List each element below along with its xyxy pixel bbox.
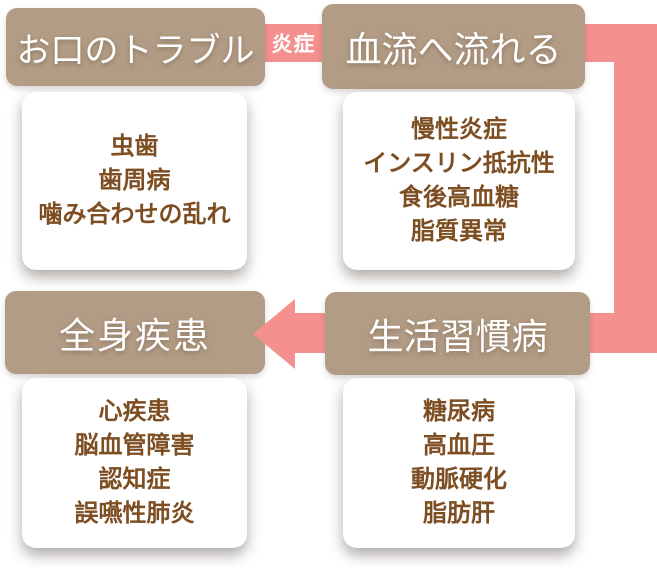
list-item: 動脈硬化	[411, 466, 507, 493]
list-item: 脂質異常	[411, 218, 507, 245]
list-item: 糖尿病	[423, 398, 495, 425]
node-list-lifestyle-disease: 糖尿病 高血圧 動脈硬化 脂肪肝	[343, 378, 575, 548]
list-item: 心疾患	[98, 398, 171, 425]
list-item: 誤嚥性肺炎	[74, 500, 195, 527]
node-title-bloodstream: 血流へ流れる	[322, 4, 585, 89]
list-item: 食後高血糖	[399, 184, 519, 211]
flow-connector-right	[614, 24, 657, 353]
list-item: 高血圧	[423, 432, 495, 459]
list-item: 噛み合わせの乱れ	[38, 201, 231, 228]
inflammation-label: 炎症	[271, 33, 316, 56]
list-item: 認知症	[98, 466, 171, 493]
node-title-text: お口のトラブル	[16, 32, 255, 70]
node-title-text: 生活習慣病	[367, 316, 548, 357]
node-list-bloodstream: 慢性炎症 インスリン抵抗性 食後高血糖 脂質異常	[343, 92, 575, 270]
list-item: インスリン抵抗性	[363, 150, 555, 177]
list-item: 慢性炎症	[411, 116, 507, 143]
node-title-oral-trouble: お口のトラブル	[6, 8, 265, 86]
flow-arrow-left-icon	[253, 299, 295, 369]
list-item: 脂肪肝	[423, 500, 495, 527]
list-item: 虫歯	[110, 133, 159, 160]
node-title-systemic-disease: 全身疾患	[5, 291, 265, 374]
node-title-text: 血流へ流れる	[345, 29, 562, 70]
node-list-oral-trouble: 虫歯 歯周病 噛み合わせの乱れ	[22, 92, 247, 270]
list-item: 脳血管障害	[74, 432, 195, 459]
node-list-systemic-disease: 心疾患 脳血管障害 認知症 誤嚥性肺炎	[22, 378, 247, 548]
node-title-text: 全身疾患	[58, 315, 211, 356]
node-title-lifestyle-disease: 生活習慣病	[325, 292, 590, 375]
list-item: 歯周病	[98, 167, 171, 194]
